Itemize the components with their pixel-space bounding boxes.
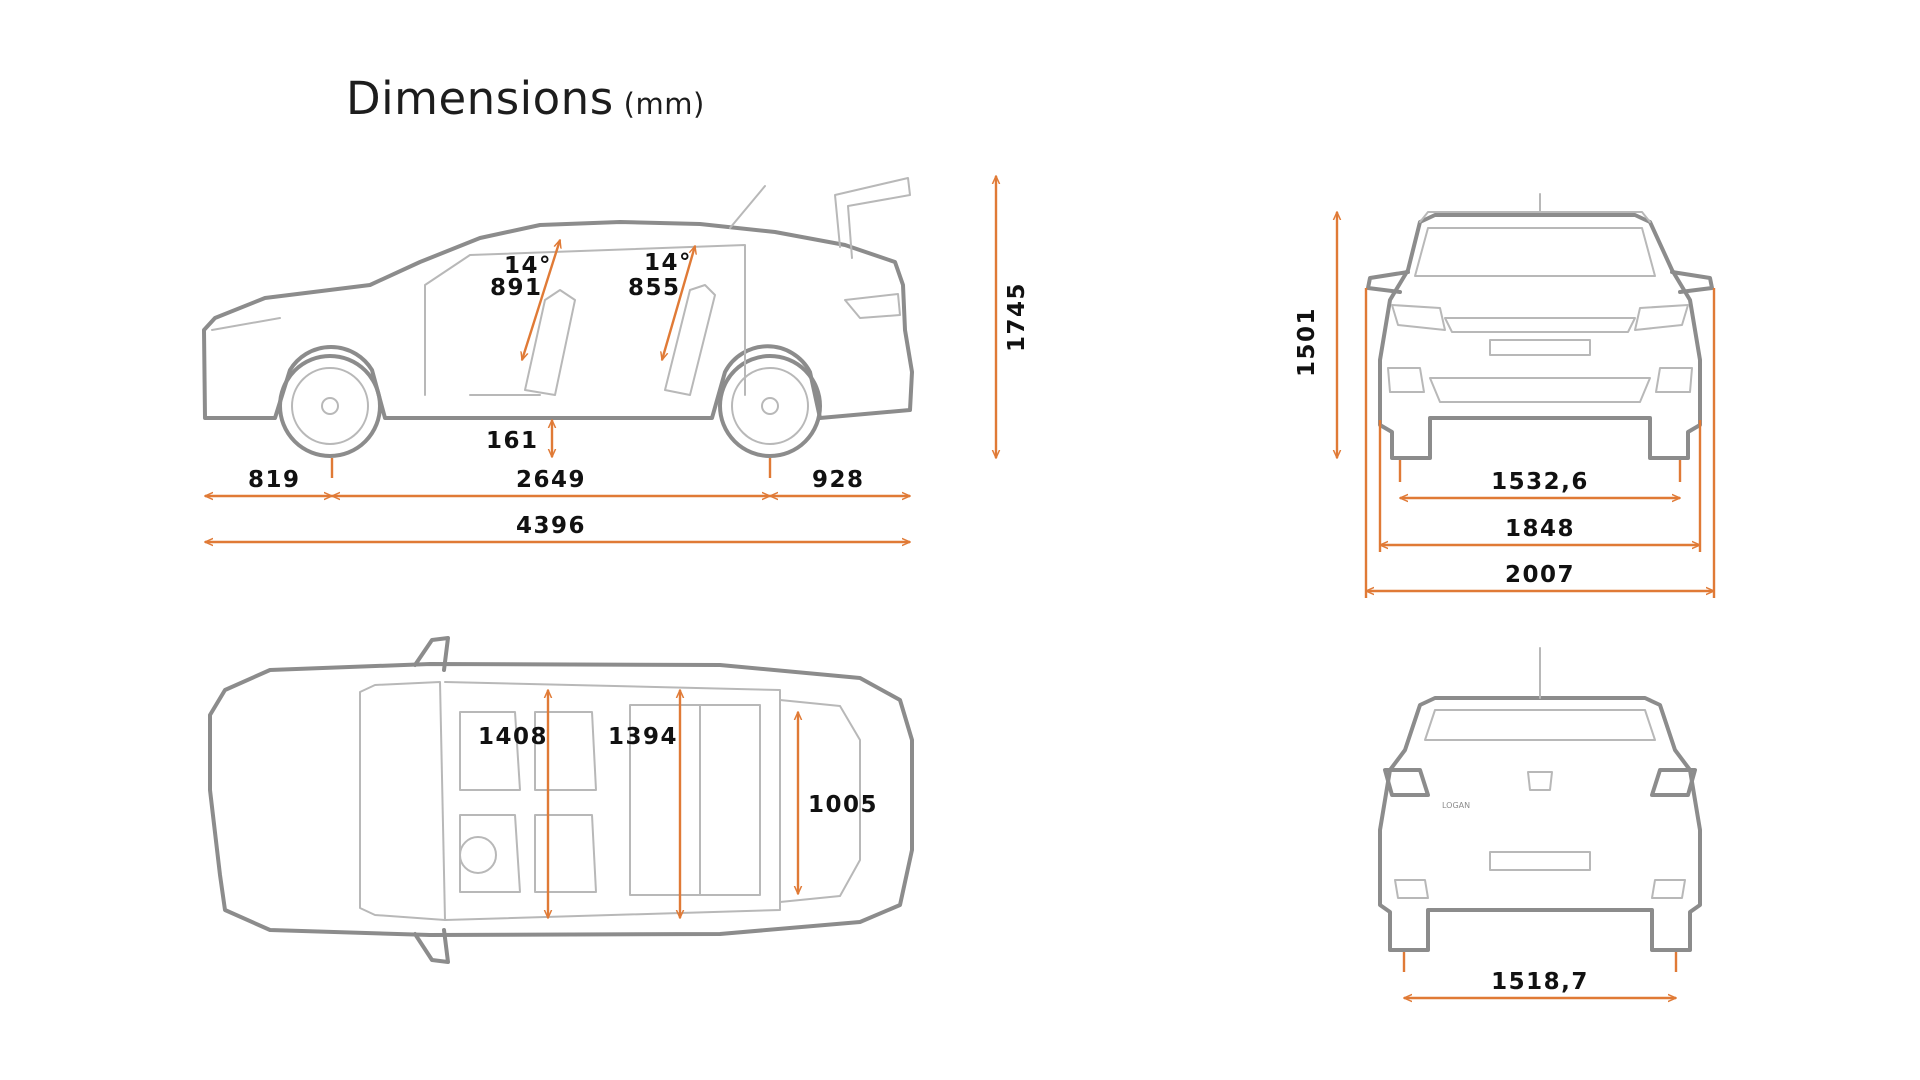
rear-view-dimensions — [1402, 952, 1678, 998]
rear-elbow-width-label: 1394 — [608, 724, 678, 750]
front-view-dimensions — [1337, 212, 1716, 598]
front-seat-angle-label: 14° — [504, 253, 552, 279]
rear-overhang-label: 928 — [812, 467, 865, 493]
rear-headroom-label: 855 — [628, 275, 681, 301]
top-view-car — [208, 636, 914, 964]
front-height-label: 1501 — [1294, 307, 1320, 377]
page-title: Dimensions(mm) — [346, 72, 705, 125]
side-view-dimensions — [205, 176, 996, 542]
unit-label: (mm) — [623, 87, 705, 121]
width-without-mirrors-label: 1848 — [1505, 516, 1575, 542]
rear-view-car — [1378, 647, 1702, 952]
width-with-mirrors-label: 2007 — [1505, 562, 1575, 588]
front-overhang-label: 819 — [248, 467, 301, 493]
wheelbase-label: 2649 — [516, 467, 586, 493]
height-tailgate-open-label: 1745 — [1004, 282, 1030, 352]
ground-clearance-label: 161 — [486, 428, 539, 454]
front-view-car — [1366, 193, 1714, 460]
trunk-width-label: 1005 — [808, 792, 878, 818]
rear-seat-angle-label: 14° — [644, 250, 692, 276]
overall-length-label: 4396 — [516, 513, 586, 539]
rear-badge: LOGAN — [1442, 801, 1470, 810]
front-elbow-width-label: 1408 — [478, 724, 548, 750]
top-view-dimensions — [548, 690, 798, 918]
rear-track-label: 1518,7 — [1491, 969, 1589, 995]
front-track-label: 1532,6 — [1491, 469, 1589, 495]
front-headroom-label: 891 — [490, 275, 543, 301]
side-view-car — [202, 177, 914, 458]
